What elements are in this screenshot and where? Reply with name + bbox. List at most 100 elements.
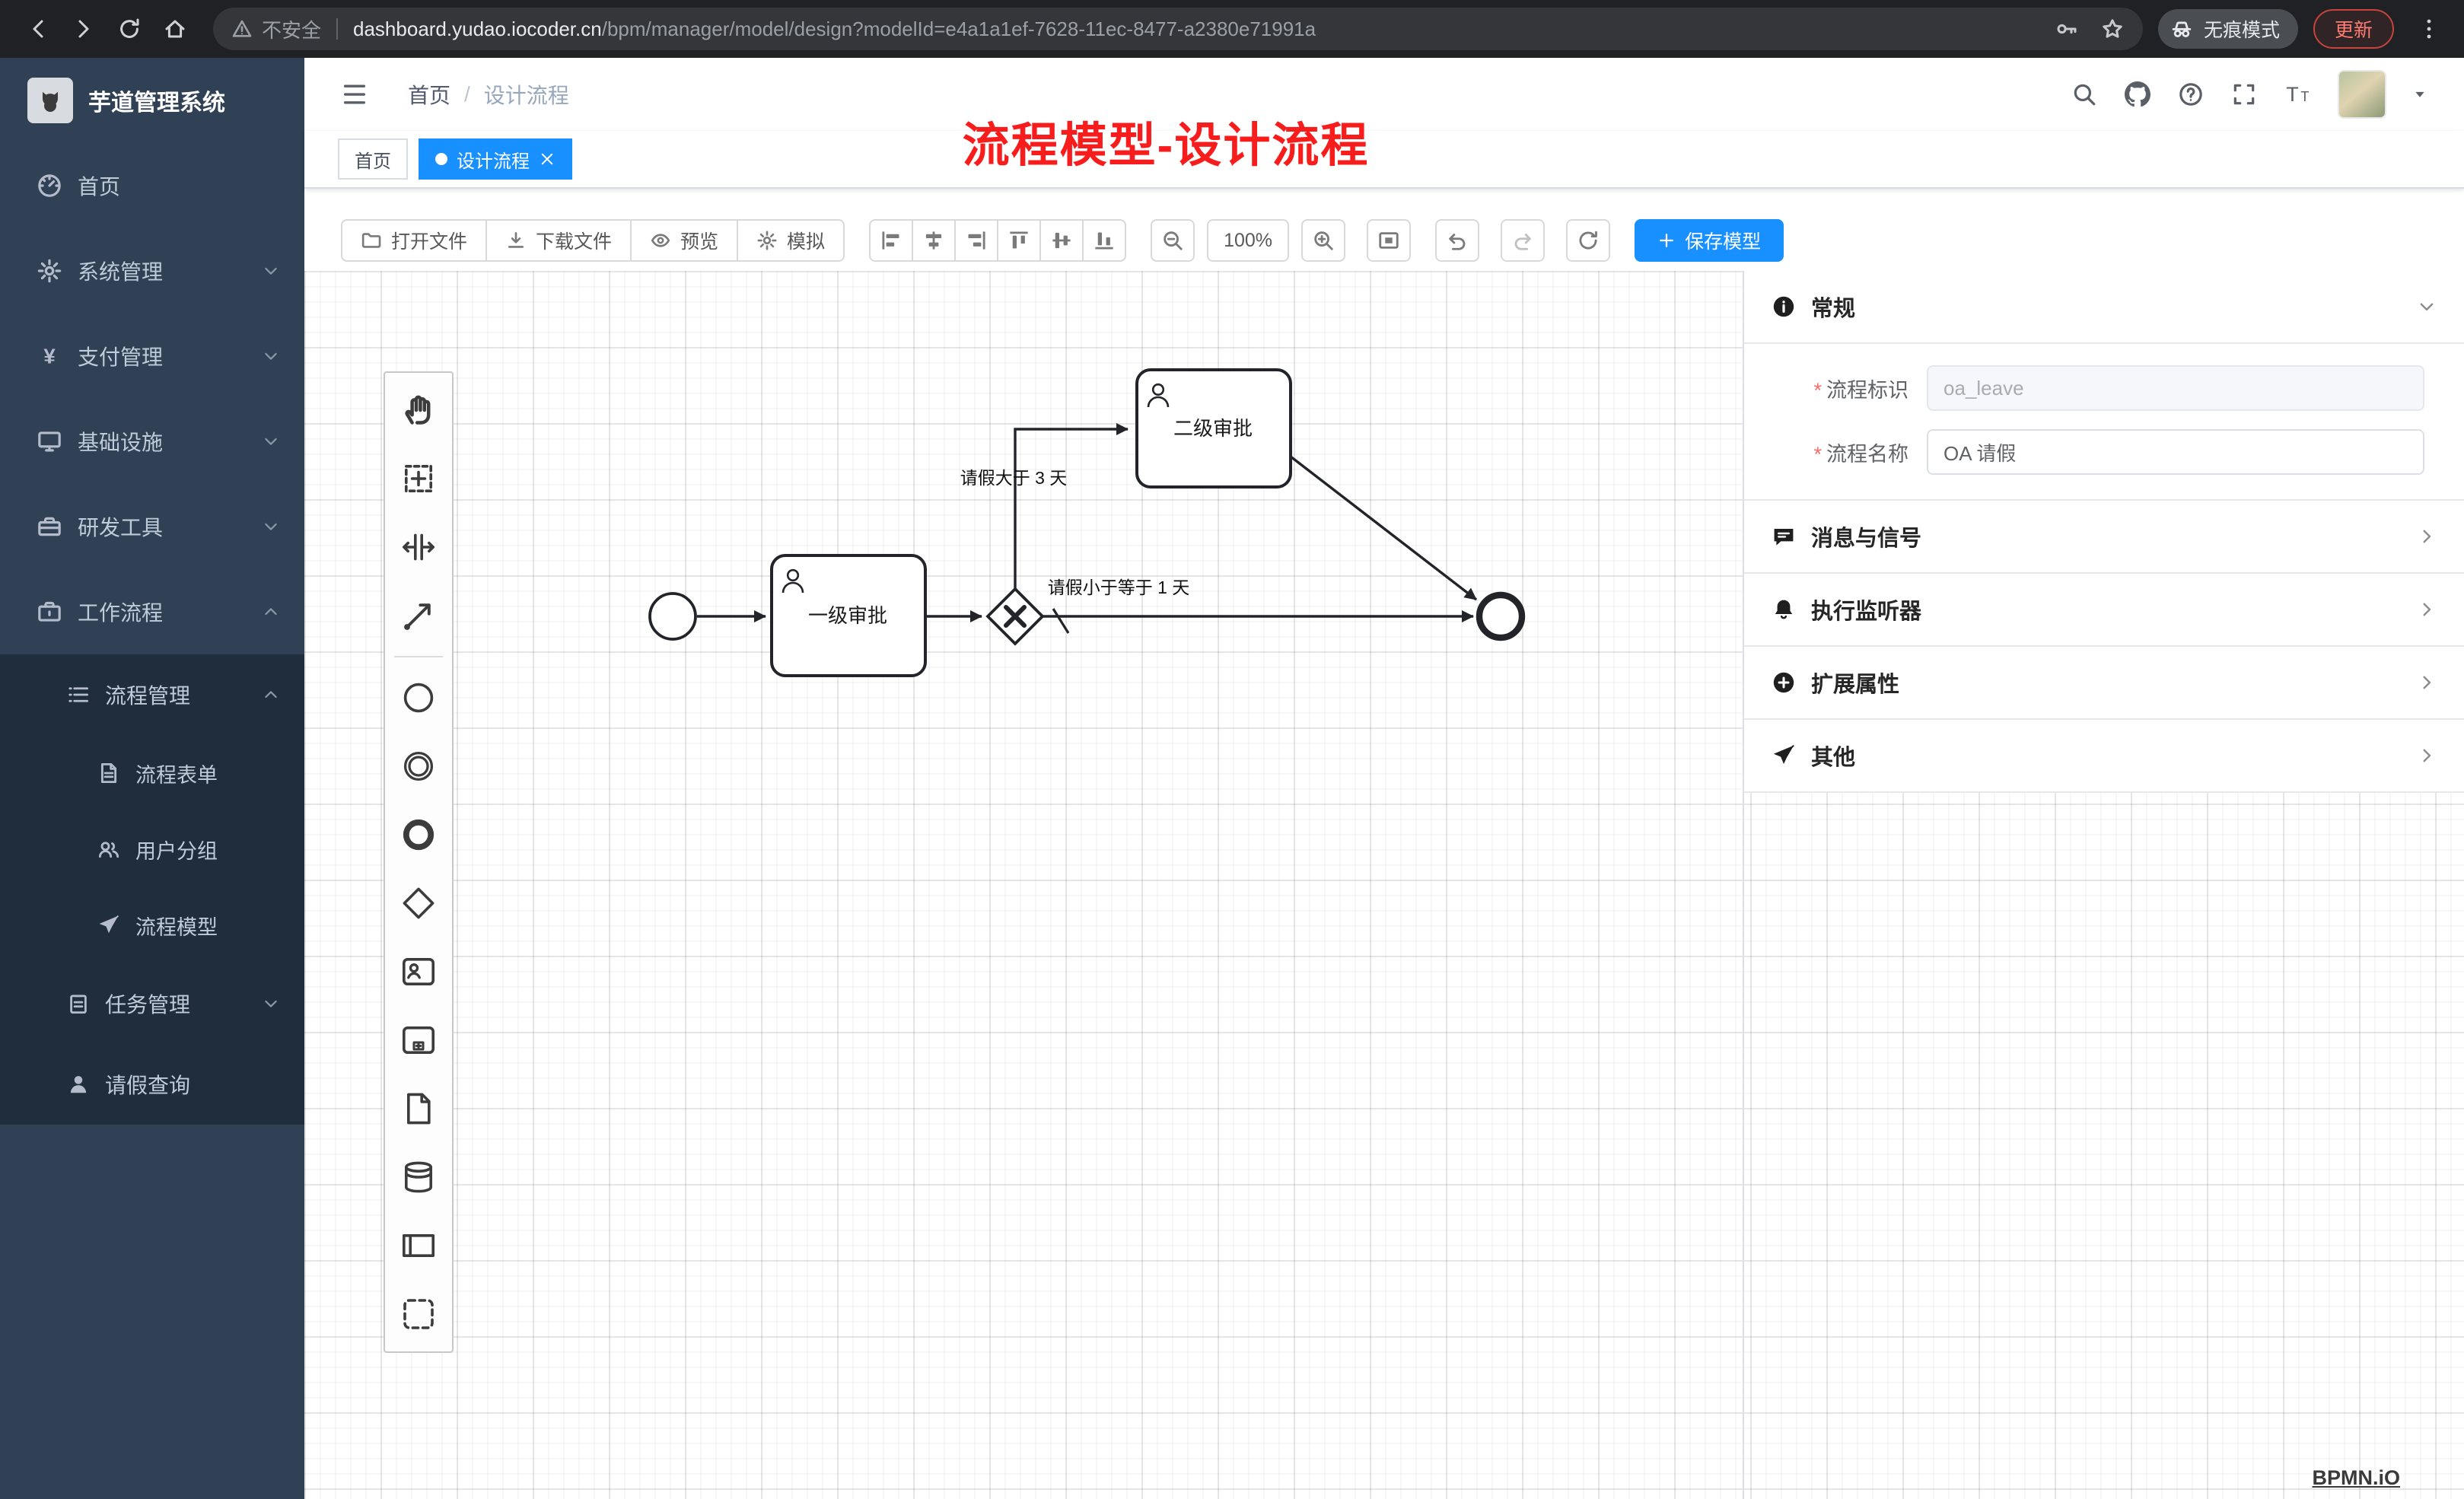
align-bottom-button[interactable] — [1082, 219, 1127, 262]
zoom-out-button[interactable] — [1151, 219, 1195, 262]
breadcrumb-separator: / — [464, 82, 470, 106]
open-file-button[interactable]: 打开文件 — [341, 219, 488, 262]
process-key-input[interactable] — [1927, 365, 2424, 411]
section-message-signal[interactable]: 消息与信号 — [1744, 501, 2464, 574]
flow-label-greater-3-days[interactable]: 请假大于 3 天 — [960, 468, 1068, 488]
github-icon[interactable] — [2125, 81, 2150, 107]
create-start-event[interactable] — [385, 664, 452, 732]
section-general[interactable]: 常规 — [1744, 271, 2464, 344]
process-name-input[interactable] — [1927, 429, 2424, 475]
fit-screen-icon — [1377, 229, 1400, 252]
browser-forward-button[interactable] — [61, 6, 107, 52]
user-icon — [67, 1073, 90, 1096]
end-event[interactable] — [1476, 591, 1526, 641]
app-logo-row[interactable]: 芋道管理系统 — [0, 58, 304, 143]
start-event[interactable] — [648, 592, 697, 641]
browser-back-button[interactable] — [15, 6, 61, 52]
section-extended-properties[interactable]: 扩展属性 — [1744, 647, 2464, 720]
restart-button[interactable] — [1566, 219, 1611, 262]
bpmn-canvas[interactable]: 一级审批 二级审批 请假大于 3 天 请假小于等于 1 天 — [304, 271, 2464, 1499]
create-data-store[interactable] — [385, 1143, 452, 1211]
sidebar-item-user-group[interactable]: 用户分组 — [0, 811, 304, 887]
sidebar-item-task-management[interactable]: 任务管理 — [0, 963, 304, 1044]
breadcrumb-home[interactable]: 首页 — [408, 84, 451, 107]
zoom-fit-button[interactable] — [1367, 219, 1412, 262]
align-left-button[interactable] — [869, 219, 914, 262]
flow-gateway-to-task2[interactable] — [1014, 423, 1129, 589]
task-first-approval[interactable]: 一级审批 — [770, 554, 927, 677]
task-second-approval[interactable]: 二级审批 — [1135, 368, 1292, 489]
preview-button[interactable]: 预览 — [630, 219, 739, 262]
fullscreen-icon[interactable] — [2231, 81, 2257, 107]
create-gateway[interactable] — [385, 869, 452, 937]
sidebar-item-home[interactable]: 首页 — [0, 143, 304, 228]
create-data-object[interactable] — [385, 1074, 452, 1143]
zoom-in-button[interactable] — [1301, 219, 1346, 262]
plus-circle-icon — [1772, 670, 1796, 695]
flow-task2-to-end[interactable] — [1289, 455, 1478, 601]
space-tool[interactable] — [385, 513, 452, 581]
caret-down-icon[interactable] — [2412, 87, 2427, 102]
tab-home[interactable]: 首页 — [338, 138, 408, 180]
create-participant[interactable] — [385, 1211, 452, 1280]
create-subprocess[interactable] — [385, 1006, 452, 1074]
search-icon[interactable] — [2071, 81, 2097, 107]
sidebar-item-process-management[interactable]: 流程管理 — [0, 654, 304, 735]
align-middle-button[interactable] — [1039, 219, 1084, 262]
sidebar-item-leave-query[interactable]: 请假查询 — [0, 1044, 304, 1125]
browser-reload-button[interactable] — [107, 6, 152, 52]
address-bar[interactable]: 不安全 dashboard.yudao.iocoder.cn/bpm/manag… — [213, 8, 2143, 50]
hand-tool[interactable] — [385, 376, 452, 444]
sidebar-item-process-form[interactable]: 流程表单 — [0, 735, 304, 811]
tab-design-process[interactable]: 设计流程 — [419, 138, 572, 180]
bpmn-io-logo[interactable]: BPMN.iO — [2312, 1466, 2400, 1489]
flow-label-less-equal-1-day[interactable]: 请假小于等于 1 天 — [1048, 578, 1190, 597]
align-right-button[interactable] — [954, 219, 999, 262]
gear-icon — [756, 230, 778, 251]
global-connect-tool[interactable] — [385, 581, 452, 650]
create-intermediate-event[interactable] — [385, 732, 452, 800]
sidebar-item-system[interactable]: 系统管理 — [0, 228, 304, 313]
close-icon[interactable] — [539, 151, 556, 167]
create-user-task[interactable] — [385, 937, 452, 1006]
help-icon[interactable] — [2178, 81, 2204, 107]
simulate-button[interactable]: 模拟 — [737, 219, 845, 262]
redo-icon — [1511, 229, 1534, 252]
section-other[interactable]: 其他 — [1744, 720, 2464, 793]
chevron-down-icon — [262, 432, 280, 450]
redo-button[interactable] — [1501, 219, 1546, 262]
password-key-icon[interactable] — [2055, 17, 2079, 41]
save-model-button[interactable]: 保存模型 — [1635, 219, 1784, 262]
section-execution-listener[interactable]: 执行监听器 — [1744, 574, 2464, 647]
bookmark-star-icon[interactable] — [2100, 17, 2125, 41]
chevron-right-icon — [2417, 746, 2437, 765]
gateway-exclusive[interactable] — [985, 587, 1045, 646]
browser-update-button[interactable]: 更新 — [2313, 9, 2394, 49]
zoom-level-display[interactable]: 100% — [1207, 219, 1290, 262]
site-security-info[interactable]: 不安全 — [231, 15, 321, 43]
create-group[interactable] — [385, 1280, 452, 1348]
sidebar-item-dev-tools[interactable]: 研发工具 — [0, 484, 304, 569]
chevron-right-icon — [2417, 673, 2437, 692]
lasso-tool[interactable] — [385, 444, 452, 513]
sidebar-item-payment[interactable]: ¥ 支付管理 — [0, 313, 304, 399]
message-icon — [1772, 524, 1796, 549]
undo-button[interactable] — [1435, 219, 1480, 262]
browser-menu-button[interactable] — [2409, 9, 2449, 49]
create-end-event[interactable] — [385, 800, 452, 869]
incognito-badge[interactable]: 无痕模式 — [2157, 9, 2298, 49]
app-title: 芋道管理系统 — [88, 91, 225, 116]
sidebar-item-label: 任务管理 — [105, 993, 191, 1017]
sidebar-item-process-model[interactable]: 流程模型 — [0, 887, 304, 963]
download-file-button[interactable]: 下载文件 — [485, 219, 632, 262]
form-row-process-key: *流程标识 — [1750, 365, 2424, 411]
align-top-button[interactable] — [997, 219, 1042, 262]
avatar[interactable] — [2339, 72, 2385, 117]
sidebar-item-infrastructure[interactable]: 基础设施 — [0, 399, 304, 484]
align-center-button[interactable] — [912, 219, 957, 262]
incognito-label: 无痕模式 — [2203, 20, 2280, 41]
sidebar-fold-button[interactable] — [341, 81, 368, 108]
browser-home-button[interactable] — [152, 6, 198, 52]
sidebar-item-workflow[interactable]: 工作流程 — [0, 569, 304, 654]
